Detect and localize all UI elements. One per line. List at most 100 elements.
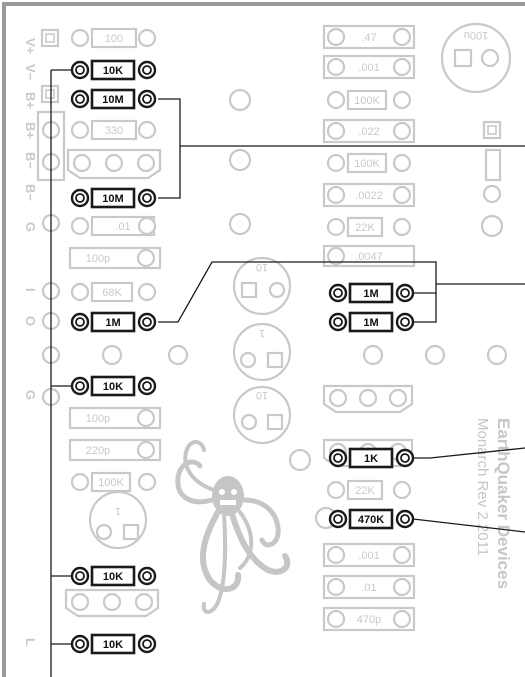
svg-text:10K: 10K [103, 571, 123, 583]
ghost-component-220p: 220p [68, 438, 162, 462]
svg-text:10M: 10M [102, 94, 123, 106]
svg-text:.001: .001 [358, 62, 379, 74]
svg-text:1K: 1K [364, 453, 378, 465]
label-i: I [23, 288, 38, 292]
ghost-cap-mid-1: 10 [232, 256, 292, 316]
brand-name: EarthQuaker Devices [494, 418, 513, 589]
ghost-component-01-2: .01 [322, 574, 416, 600]
resistor-10k-1: 10K [70, 59, 157, 81]
label-b-plus-1: B+ [23, 92, 38, 109]
resistor-1m-right-2: 1M [328, 311, 415, 333]
resistor-1m-left: 1M [70, 311, 157, 333]
svg-text:.0047: .0047 [355, 251, 383, 263]
svg-text:100p: 100p [86, 253, 110, 265]
wire-1m-link [158, 261, 437, 323]
label-l: L [23, 638, 38, 646]
svg-text:22K: 22K [355, 222, 375, 234]
ghost-cap-100u: 100u [440, 22, 512, 94]
svg-text:1: 1 [115, 505, 121, 517]
ghost-component-68k: 68K [70, 281, 157, 303]
ghost-right-edge-parts [480, 120, 504, 238]
octopus-logo-icon [175, 440, 291, 614]
svg-text:22K: 22K [355, 485, 375, 497]
svg-text:1M: 1M [363, 288, 378, 300]
resistor-10k-2: 10K [70, 375, 157, 397]
svg-text:68K: 68K [102, 287, 122, 299]
ghost-component-100k-left: 100K [70, 471, 157, 493]
svg-text:.47: .47 [361, 32, 376, 44]
resistor-1m-right-1: 1M [328, 282, 415, 304]
wiring [50, 69, 525, 677]
svg-text:1M: 1M [105, 317, 120, 329]
label-b-minus-2: B− [23, 184, 38, 201]
label-o: O [23, 316, 38, 326]
ghost-mid-pads-2 [288, 448, 338, 530]
svg-text:1M: 1M [363, 317, 378, 329]
svg-text:10K: 10K [103, 65, 123, 77]
svg-text:.0022: .0022 [355, 190, 383, 202]
brand-model: Monarch Rev 2 2011 [474, 418, 491, 556]
svg-text:220p: 220p [86, 445, 110, 457]
ghost-component-330: 330 [70, 119, 157, 141]
svg-text:10K: 10K [103, 639, 123, 651]
svg-text:1: 1 [259, 327, 265, 339]
ghost-transistor-right-1 [322, 384, 414, 414]
label-g-2: G [23, 390, 38, 400]
ghost-transistor-left-2 [64, 588, 160, 618]
label-b-minus-1: B− [23, 152, 38, 169]
resistor-1k: 1K [328, 447, 415, 469]
ghost-component-100k-1: 100K [326, 89, 412, 111]
ghost-component-100k-2: 100K [326, 152, 412, 174]
svg-text:10: 10 [256, 389, 268, 401]
svg-text:10M: 10M [102, 193, 123, 205]
ghost-component-22k-1: 22K [326, 216, 412, 238]
label-v-minus: V− [23, 64, 38, 81]
ghost-mid-pads [228, 88, 252, 236]
svg-text:100: 100 [105, 33, 123, 45]
resistor-10m-1: 10M [70, 88, 157, 110]
svg-text:100u: 100u [464, 29, 488, 41]
svg-text:100K: 100K [354, 158, 380, 170]
resistor-470k: 470K [328, 508, 415, 530]
svg-text:.01: .01 [361, 582, 376, 594]
label-g-1: G [23, 222, 38, 232]
ghost-cap-mid-2: 1 [232, 322, 292, 382]
label-v-plus: V+ [23, 38, 38, 55]
ghost-component-100: 100 [70, 27, 157, 49]
svg-text:100K: 100K [354, 95, 380, 107]
ghost-pad-row-1 [101, 344, 508, 366]
svg-text:330: 330 [105, 125, 123, 137]
wire-470k [412, 518, 525, 533]
ghost-component-001-2: .001 [322, 542, 416, 568]
svg-text:.022: .022 [358, 126, 379, 138]
ghost-cap-left-1: 1 [88, 490, 148, 550]
svg-text:10K: 10K [103, 381, 123, 393]
svg-text:470p: 470p [357, 614, 381, 626]
ghost-cap-mid-3: 10 [232, 385, 292, 445]
ghost-component-0022: .0022 [322, 182, 416, 208]
wire-10m-loop [158, 98, 181, 199]
ghost-component-470p: 470p [322, 606, 416, 632]
ghost-component-0047: .0047 [322, 244, 416, 268]
ghost-component-01: .01 [70, 215, 157, 237]
label-b-plus-2: B+ [23, 122, 38, 139]
ghost-component-22k-2: 22K [326, 479, 412, 501]
ghost-component-001-1: .001 [322, 54, 416, 80]
resistor-10m-2: 10M [70, 187, 157, 209]
ghost-component-022: .022 [322, 118, 416, 144]
svg-text:.001: .001 [358, 550, 379, 562]
svg-text:470K: 470K [358, 514, 384, 526]
ghost-component-47: .47 [322, 24, 416, 50]
svg-text:100p: 100p [86, 413, 110, 425]
ghost-component-100p-1: 100p [68, 246, 162, 270]
svg-text:.01: .01 [115, 221, 130, 233]
resistor-10k-4: 10K [70, 633, 157, 655]
ghost-component-100p-2: 100p [68, 406, 162, 430]
ghost-transistor-left-1 [66, 148, 162, 180]
wire-1k [413, 447, 525, 459]
svg-text:100K: 100K [98, 477, 124, 489]
svg-text:10: 10 [256, 261, 268, 273]
